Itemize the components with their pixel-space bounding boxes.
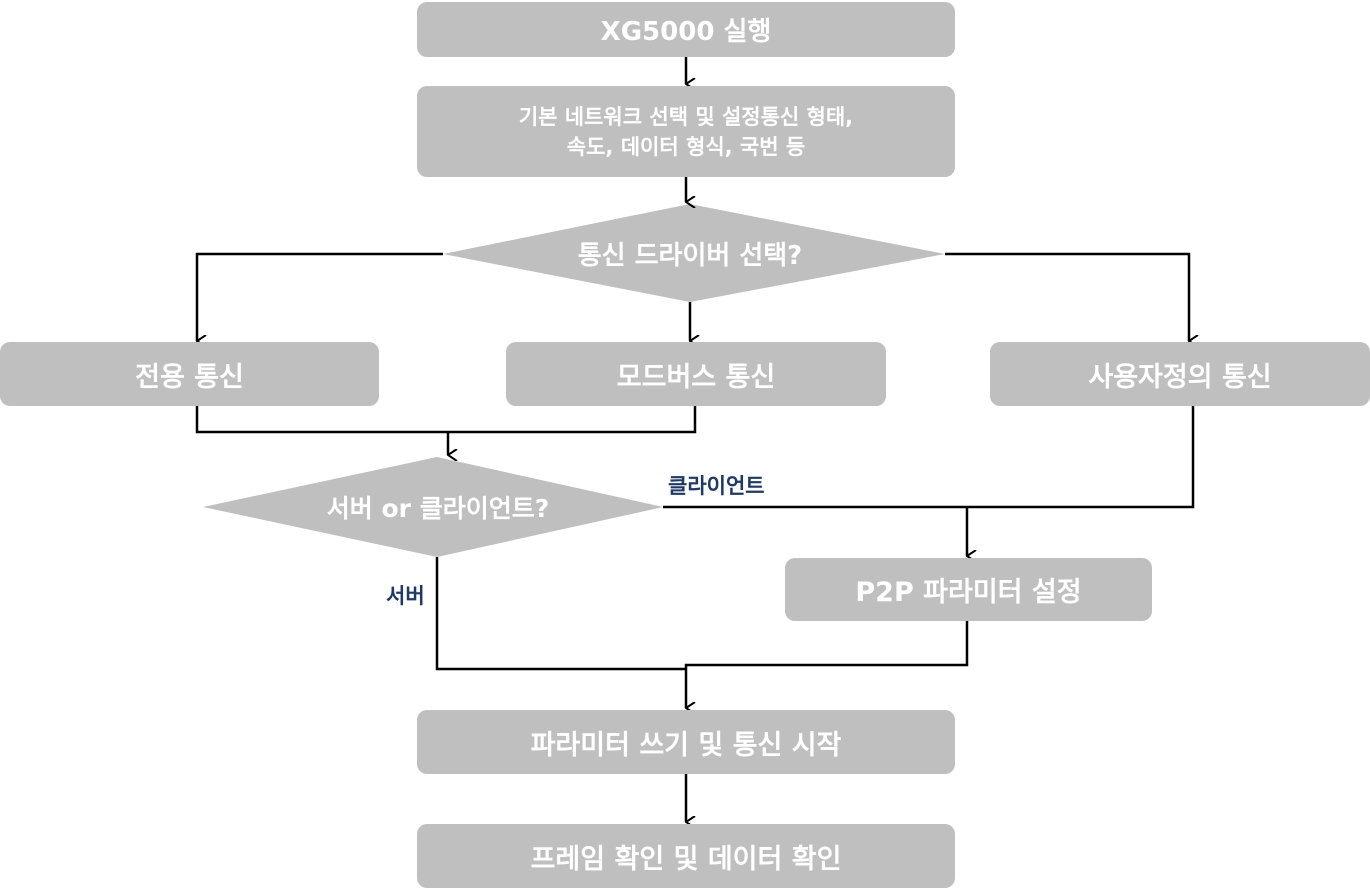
node-write-params: 파라미터 쓰기 및 통신 시작	[417, 710, 955, 774]
node-user-defined-label: 사용자정의 통신	[1088, 361, 1272, 393]
node-start-label: XG5000 실행	[600, 17, 772, 47]
edge-label-client: 클라이언트	[668, 474, 765, 498]
node-user-defined: 사용자정의 통신	[990, 342, 1370, 406]
server-client-decision-label: 서버 or 클라이언트?	[326, 494, 550, 523]
node-p2p-params: P2P 파라미터 설정	[785, 558, 1152, 621]
node-dedicated: 전용 통신	[0, 342, 379, 406]
edge-user-defined-to-p2p	[663, 406, 1195, 509]
node-start: XG5000 실행	[417, 2, 955, 57]
driver-decision-diamond	[443, 204, 945, 302]
node-p2p-params-label: P2P 파라미터 설정	[855, 577, 1082, 608]
edge-label-server: 서버	[386, 584, 425, 608]
edge-driver-to-dedicated	[195, 252, 443, 341]
driver-decision-text: 통신 드라이버 선택?	[520, 230, 860, 276]
edge-p2p-to-write	[684, 621, 969, 708]
node-check-frame-label: 프레임 확인 및 데이터 확인	[530, 843, 842, 875]
node-modbus-label: 모드버스 통신	[616, 361, 776, 393]
driver-decision-label: 통신 드라이버 선택?	[577, 240, 803, 271]
node-basic-network: 기본 네트워크 선택 및 설정통신 형태, 속도, 데이터 형식, 국번 등	[417, 86, 955, 177]
node-dedicated-label: 전용 통신	[135, 361, 244, 393]
node-basic-network-line2: 속도, 데이터 형식, 국번 등	[566, 134, 806, 159]
node-basic-network-line1: 기본 네트워크 선택 및 설정통신 형태,	[518, 104, 854, 129]
edge-dedicated-to-merge	[195, 406, 697, 434]
server-client-decision-text: 서버 or 클라이언트?	[283, 484, 593, 530]
server-client-decision-diamond	[203, 457, 663, 557]
edge-driver-to-user-defined	[945, 252, 1189, 341]
edge-server-to-write	[435, 557, 686, 671]
node-modbus: 모드버스 통신	[506, 342, 886, 406]
node-write-params-label: 파라미터 쓰기 및 통신 시작	[530, 729, 842, 761]
node-check-frame: 프레임 확인 및 데이터 확인	[417, 824, 955, 888]
